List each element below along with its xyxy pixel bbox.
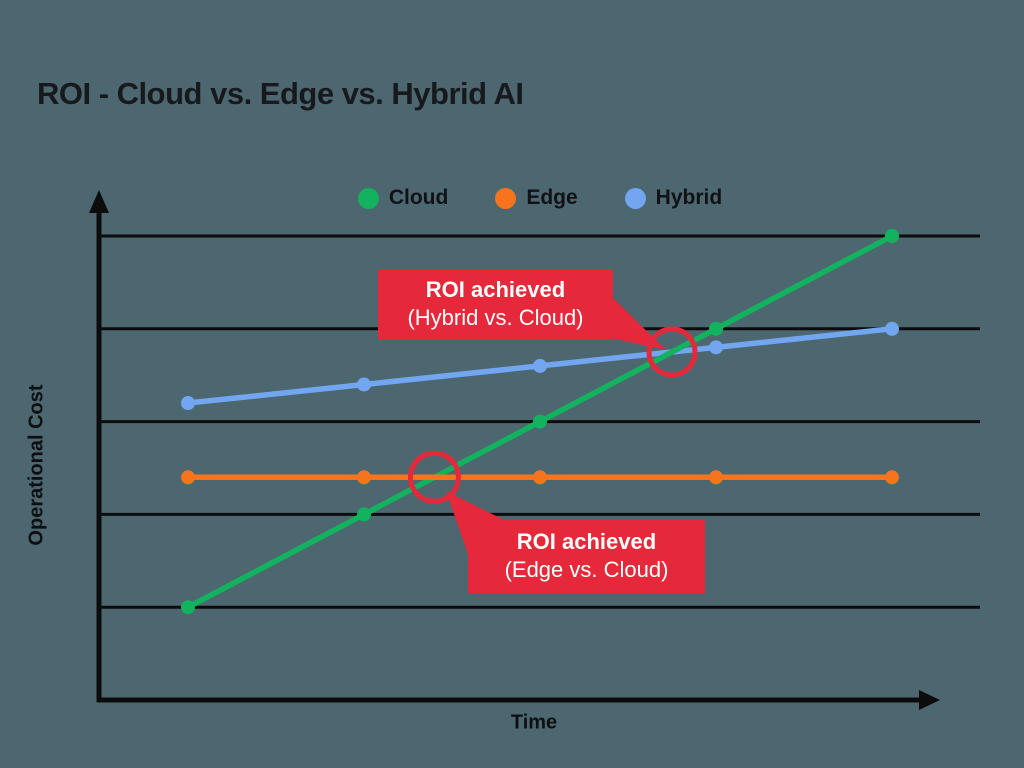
legend-label-cloud: Cloud — [388, 186, 449, 209]
legend-label-edge: Edge — [526, 186, 578, 209]
cloud-series-dot-icon — [357, 187, 379, 209]
callout-hybrid-vs-cloud: ROI achieved (Hybrid vs. Cloud) — [378, 269, 613, 340]
x-axis-label: Time — [510, 711, 558, 734]
callout-subtitle: (Edge vs. Cloud) — [504, 556, 669, 582]
callout-edge-vs-cloud: ROI achieved (Edge vs. Cloud) — [468, 520, 705, 593]
callout-title: ROI achieved — [425, 277, 566, 303]
legend-label-hybrid: Hybrid — [655, 186, 723, 209]
edge-series-dot-icon — [495, 187, 517, 209]
legend-item-edge: Edge — [495, 186, 578, 210]
y-axis-label: Operational Cost — [25, 384, 48, 546]
callout-title: ROI achieved — [516, 529, 657, 555]
legend-item-cloud: Cloud — [357, 186, 449, 210]
hybrid-series-dot-icon — [624, 187, 646, 209]
legend: Cloud Edge Hybrid — [100, 184, 980, 212]
chart-title: ROI - Cloud vs. Edge vs. Hybrid AI — [37, 76, 524, 111]
legend-item-hybrid: Hybrid — [624, 186, 723, 210]
callout-subtitle: (Hybrid vs. Cloud) — [407, 304, 584, 330]
